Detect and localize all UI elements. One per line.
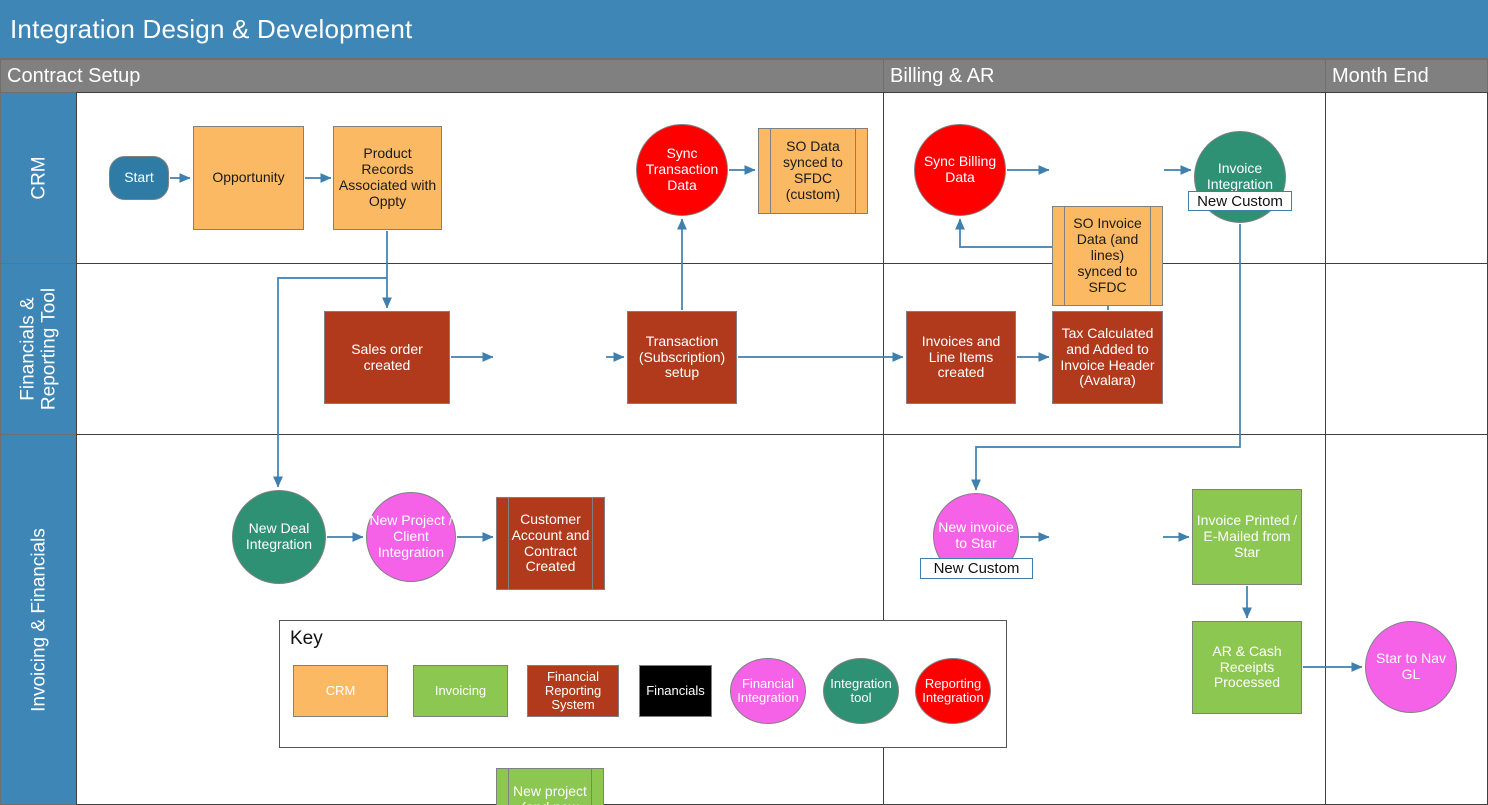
key-invoicing: Invoicing [413, 665, 508, 717]
lane-header-financials-reporting-tool: Financials & Reporting Tool [0, 263, 77, 435]
key-financial-integration: Financial Integration [730, 658, 806, 724]
lane-header-financials-reporting-tool-label: Financials & Reporting Tool [17, 287, 60, 411]
node-tax-calculated[interactable]: Tax Calculated and Added to Invoice Head… [1052, 311, 1163, 404]
diagram-title-bar: Integration Design & Development [0, 0, 1488, 59]
node-star-to-nav-gl-label: Star to Nav GL [1375, 650, 1447, 682]
key-financial-integration-label: Financial Integration [737, 675, 799, 705]
node-invoice-printed[interactable]: Invoice Printed / E-Mailed from Star [1192, 489, 1302, 585]
node-product-records-label: Product Records Associated with Oppty [338, 145, 437, 209]
node-invoice-printed-label: Invoice Printed / E-Mailed from Star [1196, 512, 1298, 560]
node-opportunity-label: Opportunity [212, 169, 285, 186]
key-reporting-integration: Reporting Integration [915, 658, 991, 724]
node-invoices-line-items-label: Invoices and Line Items created [921, 332, 1001, 381]
key-crm-label: CRM [325, 682, 356, 698]
lane-header-invoicing-financials: Invoicing & Financials [0, 434, 77, 805]
node-new-project-box[interactable]: New project (and new client if needed) [496, 768, 604, 805]
node-new-invoice-to-star-label: New invoice to Star [938, 519, 1014, 551]
node-transaction-setup-label: Transaction (Subscription) setup [638, 332, 726, 381]
node-new-project-box-label: New project (and new client if needed) [513, 783, 587, 805]
lane-header-invoicing-financials-label: Invoicing & Financials [27, 527, 49, 712]
key-crm: CRM [293, 665, 388, 717]
node-invoices-line-items[interactable]: Invoices and Line Items created [906, 311, 1016, 404]
lane-cell-financials-contract-setup [76, 263, 884, 435]
key-invoicing-label: Invoicing [434, 682, 487, 698]
node-ar-cash-receipts[interactable]: AR & Cash Receipts Processed [1192, 621, 1302, 714]
node-so-invoice-data[interactable]: SO Invoice Data (and lines) synced to SF… [1052, 206, 1163, 306]
node-transaction-setup[interactable]: Transaction (Subscription) setup [627, 311, 737, 404]
legend-title: Key [290, 628, 323, 649]
node-so-data-synced[interactable]: SO Data synced to SFDC (custom) [758, 128, 868, 214]
key-integration-tool: Integration tool [823, 658, 899, 724]
tag-invoice-integration-label: New Custom [1197, 192, 1283, 210]
lane-header-crm: CRM [0, 92, 77, 264]
lane-cell-crm-month-end [1325, 92, 1488, 264]
node-start[interactable]: Start [109, 156, 169, 200]
phase-header-contract-setup: Contract Setup [0, 59, 884, 93]
node-new-deal-integration-label: New Deal Integration [245, 520, 313, 552]
node-invoice-integration-label: Invoice Integration [1206, 160, 1274, 192]
node-new-project-client-label: New Project / Client Integration [369, 512, 453, 560]
key-integration-tool-label: Integration tool [830, 675, 892, 705]
phase-header-month-end: Month End [1325, 59, 1488, 93]
node-sales-order-created-label: Sales order created [351, 340, 423, 373]
node-customer-account[interactable]: Customer Account and Contract Created [496, 497, 605, 590]
key-financial-reporting: Financial Reporting System [527, 665, 619, 717]
node-so-invoice-data-label: SO Invoice Data (and lines) synced to SF… [1073, 215, 1142, 295]
node-product-records[interactable]: Product Records Associated with Oppty [333, 126, 442, 230]
lane-cell-invoicing-month-end [1325, 434, 1488, 805]
lane-header-crm-label: CRM [27, 156, 49, 200]
node-customer-account-label: Customer Account and Contract Created [511, 510, 590, 575]
node-ar-cash-receipts-label: AR & Cash Receipts Processed [1212, 642, 1282, 691]
key-reporting-integration-label: Reporting Integration [922, 675, 984, 705]
lane-cell-financials-month-end [1325, 263, 1488, 435]
node-sync-billing-data-label: Sync Billing Data [923, 153, 997, 185]
tag-new-invoice-to-star[interactable]: New Custom [920, 558, 1033, 579]
node-sales-order-created[interactable]: Sales order created [324, 311, 450, 404]
tag-invoice-integration[interactable]: New Custom [1188, 191, 1292, 211]
node-sync-billing-data[interactable]: Sync Billing Data [914, 124, 1006, 216]
node-new-project-client[interactable]: New Project / Client Integration [366, 492, 456, 582]
tag-new-invoice-to-star-label: New Custom [933, 560, 1020, 577]
node-opportunity[interactable]: Opportunity [193, 126, 304, 230]
node-tax-calculated-label: Tax Calculated and Added to Invoice Head… [1060, 324, 1155, 389]
node-sync-transaction-data-label: Sync Transaction Data [645, 145, 719, 193]
node-new-deal-integration[interactable]: New Deal Integration [232, 490, 326, 584]
node-star-to-nav-gl[interactable]: Star to Nav GL [1365, 621, 1457, 713]
page-title: Integration Design & Development [10, 14, 413, 44]
key-financials-label: Financials [646, 682, 705, 698]
key-financial-reporting-label: Financial Reporting System [544, 668, 602, 713]
node-start-label: Start [124, 169, 154, 186]
node-so-data-synced-label: SO Data synced to SFDC (custom) [783, 138, 843, 202]
phase-header-billing-ar: Billing & AR [883, 59, 1326, 93]
key-financials: Financials [639, 665, 712, 717]
node-sync-transaction-data[interactable]: Sync Transaction Data [636, 124, 728, 216]
